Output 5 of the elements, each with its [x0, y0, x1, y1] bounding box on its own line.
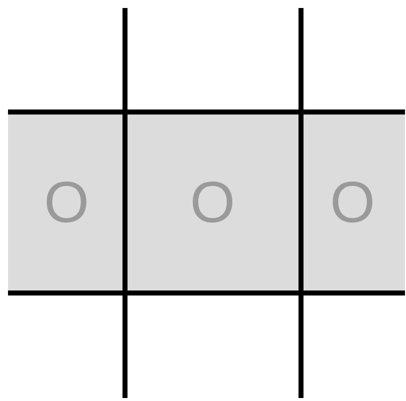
- grid-cell: [8, 112, 125, 293]
- cell-letter: O: [190, 174, 236, 232]
- cell-letter: O: [330, 174, 376, 232]
- grid-cell: [125, 112, 300, 293]
- cell-letter: O: [44, 174, 90, 232]
